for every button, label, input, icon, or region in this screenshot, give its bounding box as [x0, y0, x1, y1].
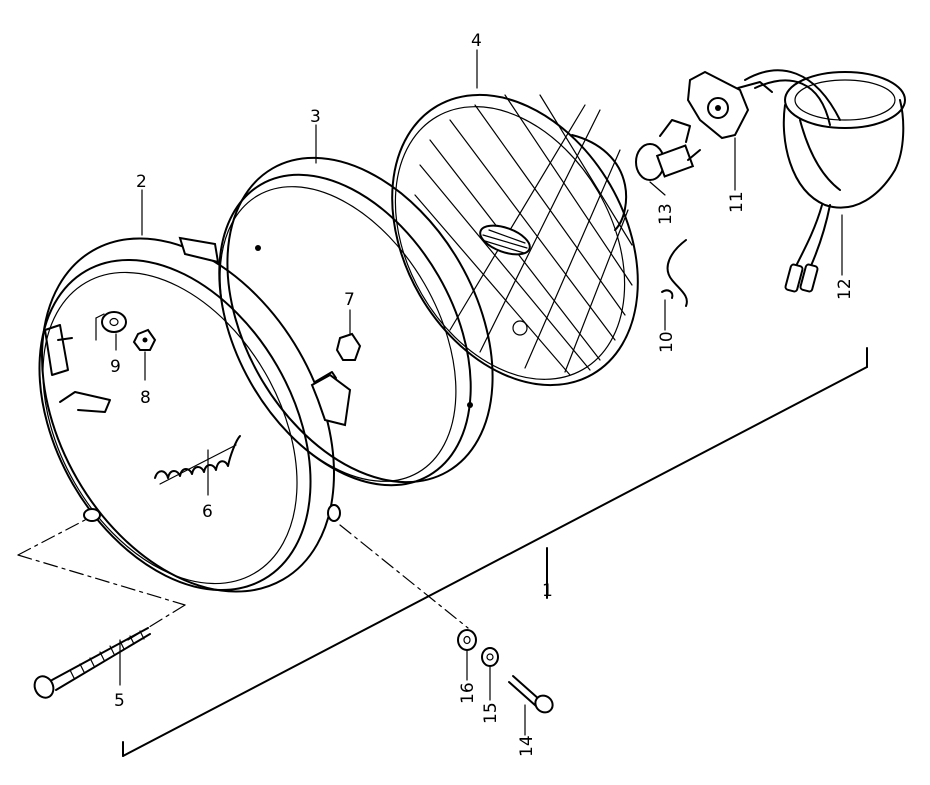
long-screw [33, 627, 151, 699]
wire-clip [661, 239, 688, 307]
short-screw-14 [508, 675, 554, 714]
headlight-housing [38, 236, 341, 593]
headlight-rim [218, 156, 494, 487]
washer-9 [95, 311, 127, 341]
label-2: 2 [136, 172, 147, 192]
headlight-bulb [635, 119, 701, 181]
nut-8 [132, 328, 157, 351]
center-lines [17, 519, 469, 641]
label-11: 11 [727, 191, 747, 213]
label-3: 3 [310, 107, 321, 127]
label-7: 7 [344, 290, 355, 310]
label-14: 14 [517, 735, 537, 757]
label-8: 8 [140, 388, 151, 408]
label-10: 10 [657, 331, 677, 353]
label-15: 15 [481, 702, 501, 724]
bulb-holder [686, 70, 773, 140]
assembly-bracket [122, 347, 868, 757]
label-16: 16 [458, 682, 478, 704]
adjusting-spring [154, 435, 241, 485]
leader-lines [115, 49, 843, 736]
label-1: 1 [542, 581, 553, 601]
label-13: 13 [656, 203, 676, 225]
lock-washer-15 [481, 647, 499, 667]
label-6: 6 [202, 502, 213, 522]
label-5: 5 [114, 691, 125, 711]
callout-labels: 1 2 3 4 5 6 7 8 9 10 11 12 13 14 15 16 [110, 31, 855, 757]
label-9: 9 [110, 357, 121, 377]
washer-16 [457, 629, 477, 651]
label-12: 12 [835, 278, 855, 300]
nut-7 [335, 332, 362, 361]
socket-cover [744, 69, 906, 293]
label-4: 4 [471, 31, 482, 51]
sealed-beam-lens [391, 93, 639, 387]
